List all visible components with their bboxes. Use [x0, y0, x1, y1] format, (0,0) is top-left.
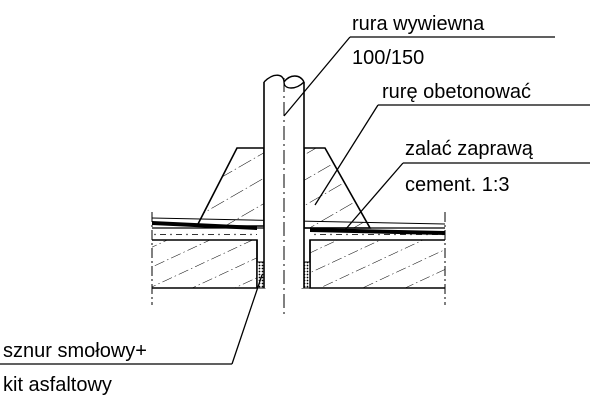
- collar-left-half: [195, 147, 265, 227]
- vent-pipe: [263, 74, 305, 318]
- membrane-right: [310, 228, 445, 235]
- leader-concrete: [314, 104, 379, 206]
- pipe-name-label: rura wywiewna: [352, 13, 485, 35]
- seal-note-line2: kit asfaltowy: [3, 374, 112, 396]
- seal-note-line1: sznur smołowy+: [3, 340, 147, 362]
- leader-lines: [0, 36, 590, 365]
- mortar-note-line2: cement. 1:3: [405, 174, 510, 196]
- pipe-size-label: 100/150: [352, 47, 424, 69]
- leader-pipe: [283, 36, 351, 117]
- slab-left-part: [152, 240, 257, 288]
- slab-right-part: [310, 240, 445, 288]
- concrete-note-label: rurę obetonować: [382, 81, 531, 103]
- leader-seal: [231, 274, 263, 365]
- mortar-note-line1: zalać zaprawą: [405, 138, 534, 160]
- concrete-collar: [195, 147, 372, 229]
- leader-mortar: [344, 162, 404, 231]
- collar-right-half: [303, 147, 372, 229]
- screed-left: [152, 228, 257, 240]
- concrete-slab: [151, 212, 446, 305]
